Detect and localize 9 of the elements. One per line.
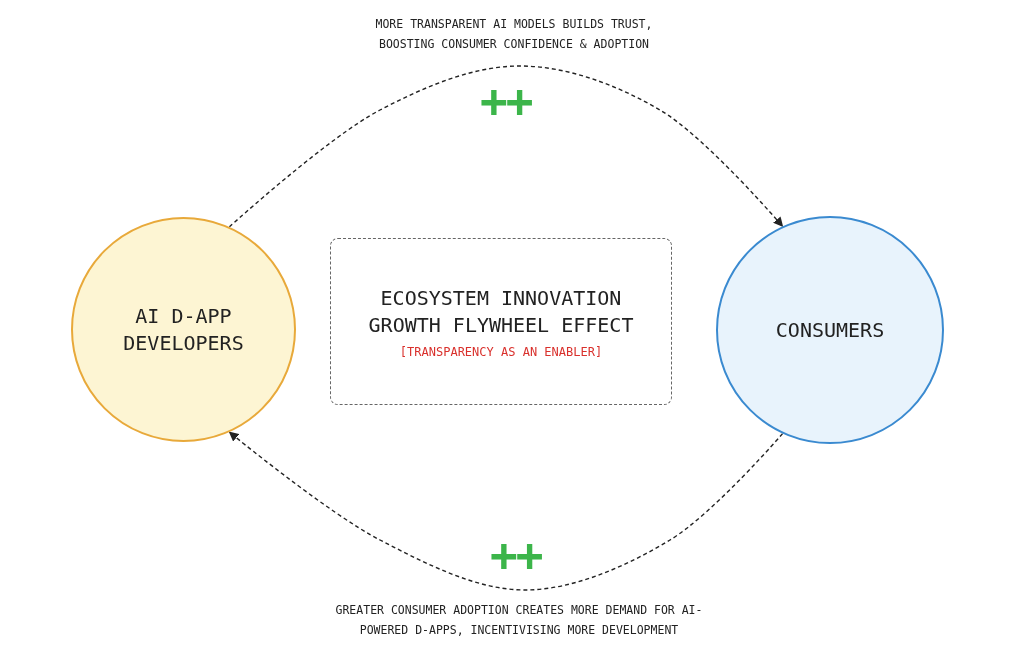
node-subtitle: [TRANSPARENCY AS AN ENABLER] [399,344,603,359]
plus-sign: ++ [480,78,532,124]
node-label: ECOSYSTEM INNOVATION GROWTH FLYWHEEL EFFECT [367,284,635,339]
plus-sign: ++ [490,532,542,578]
node-label: CONSUMERS [775,316,885,344]
node-label: AI D-APP DEVELOPERS [122,302,245,357]
dashed-arrow [228,65,784,228]
center-box [330,238,672,405]
dashed-arrow [228,431,784,591]
